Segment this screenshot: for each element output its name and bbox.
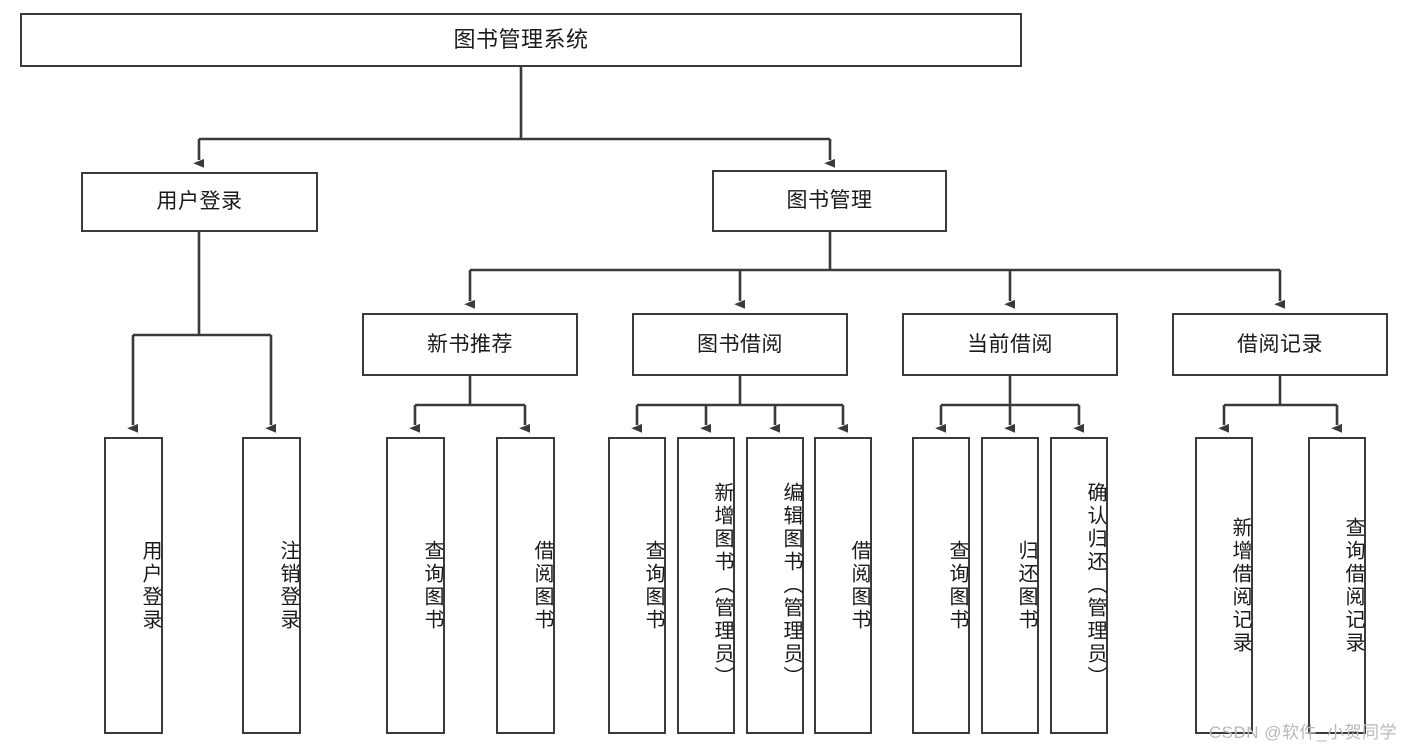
node-level2-user-login[interactable]: 用户登录 <box>81 172 318 232</box>
node-leaf-label: 查询图书 <box>421 539 443 632</box>
node-leaf-currentborrow-return-book[interactable]: 归还图书 <box>981 437 1039 734</box>
edges-borrowrecord-to-leaves <box>1218 376 1343 433</box>
node-level3-book-borrow-label: 图书借阅 <box>697 332 783 356</box>
node-level3-borrow-record[interactable]: 借阅记录 <box>1172 313 1388 376</box>
node-leaf-label: 编辑图书（管理员） <box>780 482 802 689</box>
node-leaf-label: 借阅图书 <box>848 539 870 632</box>
node-leaf-bookborrow-query-book[interactable]: 查询图书 <box>608 437 666 734</box>
node-leaf-label: 注销登录 <box>277 539 299 632</box>
node-level3-new-book-recommend[interactable]: 新书推荐 <box>362 313 578 376</box>
csdn-watermark: CSDN @软件_小贺同学 <box>1208 723 1397 742</box>
node-leaf-bookborrow-add-book[interactable]: 新增图书（管理员） <box>677 437 735 734</box>
node-leaf-label: 查询图书 <box>642 539 664 632</box>
node-level3-borrow-record-label: 借阅记录 <box>1237 332 1323 356</box>
node-leaf-label: 借阅图书 <box>531 539 553 632</box>
node-level3-current-borrow-label: 当前借阅 <box>967 332 1053 356</box>
edges-userlogin-to-leaves <box>127 232 277 433</box>
node-leaf-currentborrow-confirm-return[interactable]: 确认归还（管理员） <box>1050 437 1108 734</box>
edges-root-to-level2 <box>193 67 836 168</box>
node-leaf-user-login-login[interactable]: 用户登录 <box>104 437 163 734</box>
node-level3-book-borrow[interactable]: 图书借阅 <box>632 313 848 376</box>
node-leaf-label: 用户登录 <box>139 539 161 632</box>
node-level2-book-management-label: 图书管理 <box>786 189 873 213</box>
node-leaf-borrowrecord-add-record[interactable]: 新增借阅记录 <box>1195 437 1253 734</box>
node-leaf-label: 查询借阅记录 <box>1342 516 1364 655</box>
node-leaf-user-login-logout[interactable]: 注销登录 <box>242 437 301 734</box>
node-level3-current-borrow[interactable]: 当前借阅 <box>902 313 1118 376</box>
node-leaf-borrowrecord-query-record[interactable]: 查询借阅记录 <box>1308 437 1366 734</box>
node-leaf-bookborrow-edit-book[interactable]: 编辑图书（管理员） <box>746 437 804 734</box>
node-leaf-label: 确认归还（管理员） <box>1084 482 1106 689</box>
node-leaf-label: 新增图书（管理员） <box>711 482 733 689</box>
node-root-book-management-system[interactable]: 图书管理系统 <box>20 13 1022 67</box>
edges-newbook-to-leaves <box>409 376 531 433</box>
node-level2-book-management[interactable]: 图书管理 <box>712 170 947 232</box>
edges-currentborrow-to-leaves <box>935 376 1085 433</box>
node-root-label: 图书管理系统 <box>453 26 589 52</box>
edges-bookmgmt-to-level3 <box>464 232 1286 309</box>
node-leaf-label: 新增借阅记录 <box>1229 516 1251 655</box>
node-leaf-label: 查询图书 <box>946 539 968 632</box>
edges-bookborrow-to-leaves <box>631 376 849 433</box>
node-leaf-newbook-query-book[interactable]: 查询图书 <box>386 437 445 734</box>
node-leaf-newbook-borrow-book[interactable]: 借阅图书 <box>496 437 555 734</box>
node-leaf-currentborrow-query-book[interactable]: 查询图书 <box>912 437 970 734</box>
node-leaf-label: 归还图书 <box>1015 539 1037 632</box>
node-leaf-bookborrow-borrow-book[interactable]: 借阅图书 <box>814 437 872 734</box>
node-level3-new-book-recommend-label: 新书推荐 <box>427 332 513 356</box>
node-level2-user-login-label: 用户登录 <box>156 190 243 214</box>
